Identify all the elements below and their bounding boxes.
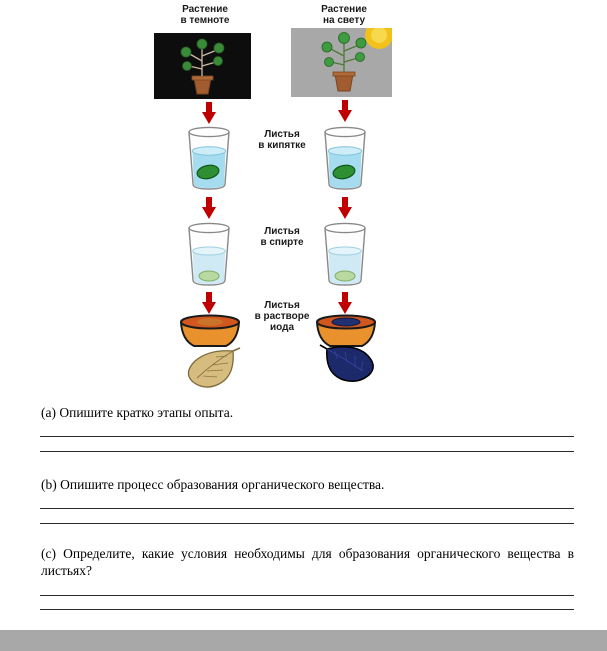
beaker-boiling-left <box>188 126 230 190</box>
iodine-bowl-left <box>180 314 240 347</box>
plant-in-light-image <box>291 28 392 97</box>
question-a: (a) Опишите кратко этапы опыта. <box>41 405 234 420</box>
answer-line <box>40 436 574 437</box>
iodine-bowl-right <box>316 314 376 347</box>
plant-light-header-line2: на свету <box>322 15 366 26</box>
plant-dark-header: Растение в темноте <box>153 4 257 26</box>
down-arrow-icon <box>202 197 216 219</box>
answer-line <box>40 609 574 610</box>
step-label-alcohol: Листья в спирте <box>260 226 304 248</box>
answer-line <box>40 451 574 452</box>
answer-line <box>40 595 574 596</box>
page-bottom-edge <box>0 630 607 651</box>
question-c: (c) Определите, какие условия необходимы… <box>41 546 574 578</box>
answer-line <box>40 508 574 509</box>
down-arrow-icon <box>338 197 352 219</box>
down-arrow-icon <box>338 100 352 122</box>
beaker-alcohol-right <box>324 222 366 286</box>
beaker-alcohol-left <box>188 222 230 286</box>
leaf-no-starch-image <box>187 347 241 388</box>
plant-light-header: Растение на свету <box>292 4 396 26</box>
beaker-boiling-right <box>324 126 366 190</box>
step-label-iodine: Листья в растворе иода <box>254 300 310 333</box>
answer-line <box>40 523 574 524</box>
plant-light-header-line1: Растение <box>321 4 367 15</box>
down-arrow-icon <box>202 292 216 314</box>
leaf-with-starch-image <box>319 344 374 382</box>
question-b: (b) Опишите процесс образования органиче… <box>41 477 385 492</box>
plant-dark-header-line1: Растение <box>182 4 228 15</box>
down-arrow-icon <box>338 292 352 314</box>
down-arrow-icon <box>202 102 216 124</box>
plant-dark-header-line2: в темноте <box>180 15 230 26</box>
step-label-boiling: Листья в кипятке <box>258 129 306 151</box>
plant-in-dark-image <box>154 33 251 99</box>
